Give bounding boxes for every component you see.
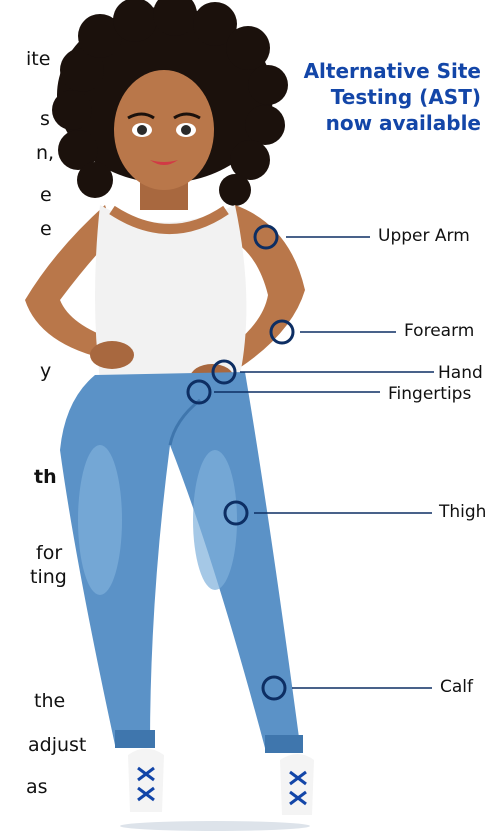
- label-fingertips: Fingertips: [388, 384, 471, 404]
- left-shoe: [128, 749, 164, 813]
- label-thigh: Thigh: [439, 502, 486, 522]
- label-forearm: Forearm: [404, 321, 474, 341]
- label-upper-arm: Upper Arm: [378, 226, 470, 246]
- face: [114, 70, 214, 190]
- label-calf: Calf: [440, 677, 473, 697]
- right-shoe: [280, 754, 314, 815]
- label-hand: Hand: [438, 363, 483, 383]
- left-hand: [90, 341, 134, 369]
